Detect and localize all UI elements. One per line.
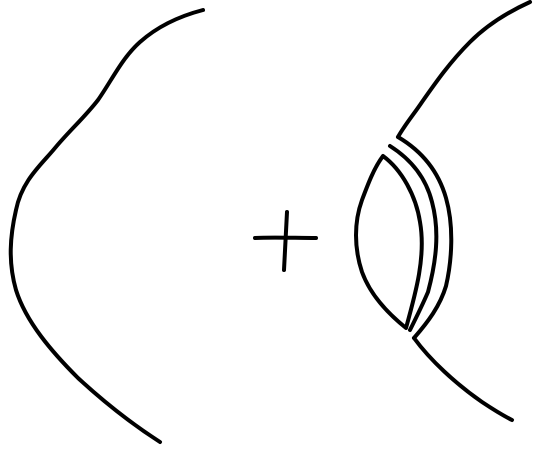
right-outer-arc-upper	[398, 2, 530, 137]
right-outer-arc-band-outer	[398, 137, 451, 338]
plus-sign-vertical	[284, 212, 287, 270]
right-lens	[356, 156, 422, 328]
left-arc	[11, 10, 203, 442]
right-outer-arc-lower	[414, 338, 512, 420]
